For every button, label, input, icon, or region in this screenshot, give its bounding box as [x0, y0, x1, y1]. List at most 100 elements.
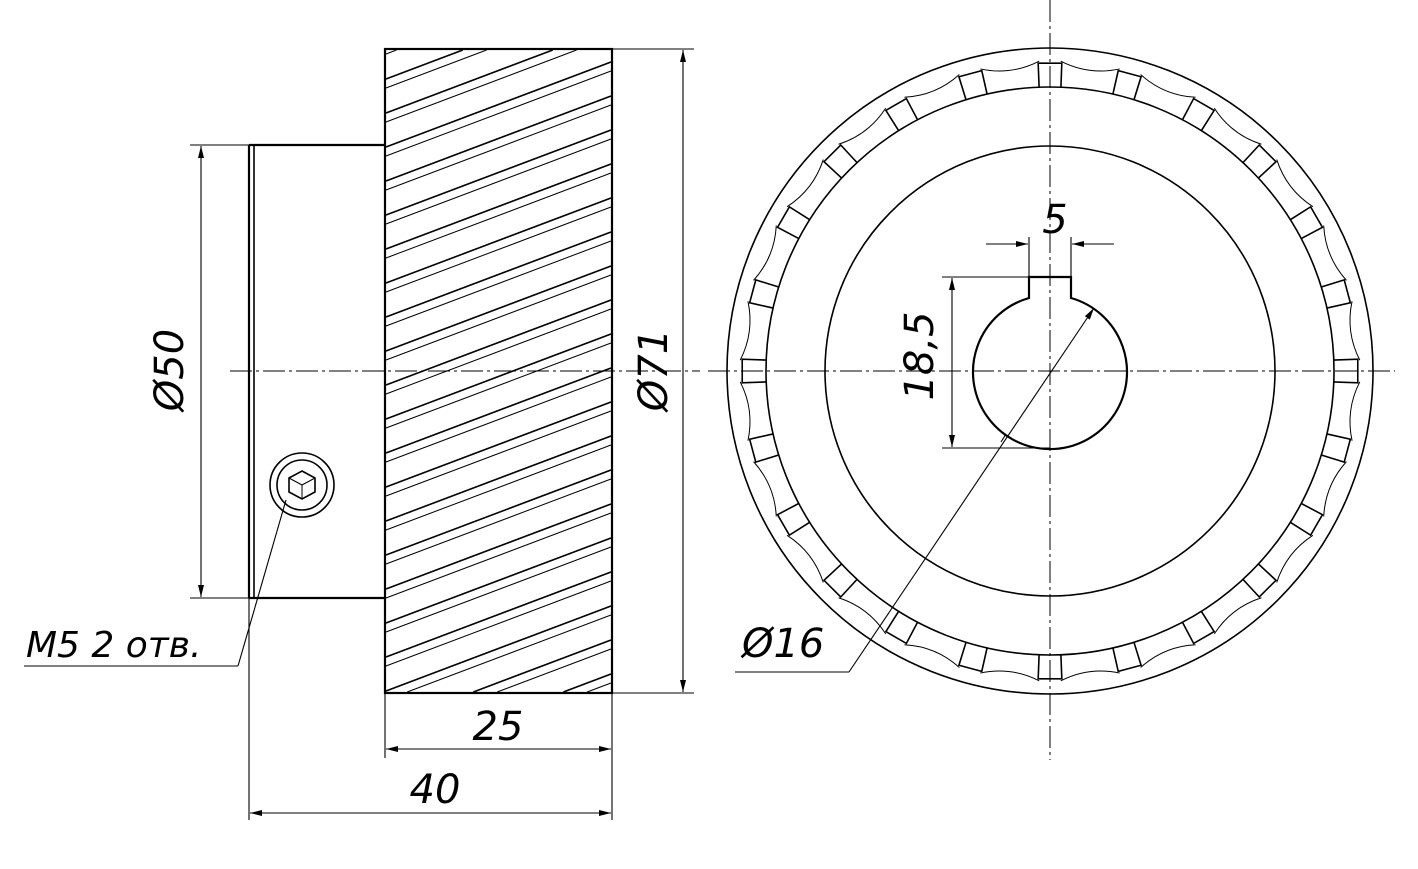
helix-line	[385, 537, 612, 624]
gear-tooth-slot	[1333, 358, 1359, 384]
gear-tooth-flank	[1060, 670, 1120, 682]
gear-tooth-flank	[1276, 159, 1314, 208]
helix-line	[385, 605, 612, 692]
dim-outer-diameter: Ø71	[612, 48, 694, 694]
dim-keyway-width: 5	[986, 197, 1114, 277]
helix-line	[385, 274, 612, 361]
gear-tooth-flank	[1140, 74, 1196, 98]
helix-line	[385, 444, 612, 531]
gear-tooth-slot	[1289, 502, 1324, 537]
dim-hub-diameter: Ø50	[147, 144, 249, 599]
dim-overall-length-label: 40	[410, 767, 461, 813]
helix-line	[385, 333, 612, 420]
helix-line	[385, 138, 612, 225]
gear-tooth-slot	[1321, 433, 1352, 464]
helix-line	[385, 376, 612, 463]
set-screw-leader: M5 2 отв.	[24, 499, 287, 667]
gear-tooth-flank	[786, 159, 824, 208]
dim-keyway-width-label: 5	[1042, 197, 1067, 243]
gear-tooth-flank	[1349, 381, 1361, 441]
gear-tooth-flank	[1323, 461, 1347, 517]
dim-keyway-depth: 18,5	[897, 276, 1050, 449]
helix-line	[385, 231, 612, 318]
dim-hub-diameter-label: Ø50	[147, 329, 193, 413]
dim-bore-diameter-label: Ø16	[740, 621, 824, 667]
gear-tooth-slot	[748, 278, 779, 309]
gear-tooth-flank	[980, 670, 1040, 682]
helix-line	[496, 648, 612, 693]
helix-line	[385, 478, 612, 565]
gear-tooth-slot	[1242, 143, 1278, 179]
gear-tooth-slot	[1289, 205, 1324, 240]
front-view: 5 18,5 Ø16	[708, 0, 1395, 760]
helical-teeth	[385, 49, 612, 693]
gear-tooth-flank	[1060, 60, 1120, 72]
hub-body	[247, 143, 385, 600]
helix-line	[385, 172, 612, 259]
gear-tooth-flank	[1323, 225, 1347, 281]
gear-tooth-slot	[1037, 62, 1063, 88]
helix-line	[385, 342, 612, 429]
helix-line	[385, 163, 612, 250]
gear-tooth-flank	[786, 534, 824, 583]
gear-tooth-flank	[1276, 534, 1314, 583]
helix-line	[385, 61, 612, 148]
helix-line	[385, 129, 612, 216]
gear-tooth-flank	[904, 644, 960, 668]
bore-with-keyway	[971, 275, 1129, 451]
helix-line	[385, 104, 612, 191]
gear-tooth-slot	[776, 205, 811, 240]
helix-line	[473, 639, 612, 693]
dim-bore-diameter: Ø16	[735, 307, 1095, 673]
gear-tooth-slot	[1112, 69, 1143, 100]
hub-face-circle	[824, 145, 1276, 597]
helix-line	[385, 299, 612, 386]
gear-tooth-flank	[753, 225, 777, 281]
gear-tooth-flank	[739, 301, 751, 361]
helix-line	[385, 580, 612, 667]
dim-gear-width-label: 25	[473, 704, 524, 750]
gear-teeth	[739, 60, 1361, 682]
helix-line	[385, 265, 612, 352]
gear-tooth-slot	[1037, 654, 1063, 680]
helix-line	[406, 614, 612, 693]
helix-line	[385, 49, 577, 123]
gear-tooth-slot	[1321, 278, 1352, 309]
gear-tooth-flank	[838, 597, 887, 635]
helix-line	[385, 49, 464, 80]
gear-tooth-slot	[822, 563, 858, 599]
gear-tooth-slot	[957, 69, 988, 100]
gear-tooth-flank	[1140, 644, 1196, 668]
helix-line	[385, 469, 612, 556]
helix-line	[385, 49, 397, 55]
helix-line	[586, 682, 612, 693]
helix-line	[385, 206, 612, 293]
helix-line	[385, 49, 487, 89]
gear-tooth-flank	[739, 381, 751, 441]
gear-tooth-flank	[980, 60, 1040, 72]
helix-line	[385, 435, 612, 522]
dim-keyway-depth-label: 18,5	[897, 311, 943, 400]
helix-line	[385, 546, 612, 633]
helix-line	[385, 512, 612, 599]
helix-line	[385, 308, 612, 395]
helix-line	[385, 503, 612, 590]
set-screw-icon	[269, 452, 335, 518]
gear-tooth-slot	[884, 610, 919, 645]
side-view: Ø50 Ø71 25 40 M5 2 отв.	[24, 47, 700, 820]
gear-tooth-flank	[1213, 597, 1262, 635]
gear-tooth-slot	[776, 502, 811, 537]
gear-tooth-flank	[838, 107, 887, 145]
helix-line	[385, 367, 612, 454]
helix-line	[385, 401, 612, 488]
helix-line	[563, 673, 612, 693]
gear-root-circle	[765, 86, 1335, 656]
gear-tooth-slot	[1181, 97, 1216, 132]
gear-tooth-slot	[748, 433, 779, 464]
gear-tooth-slot	[957, 642, 988, 673]
helix-line	[385, 95, 612, 182]
gear-outer-circle	[726, 47, 1374, 695]
set-screw-note: M5 2 отв.	[26, 625, 201, 666]
gear-tooth-slot	[1112, 642, 1143, 673]
